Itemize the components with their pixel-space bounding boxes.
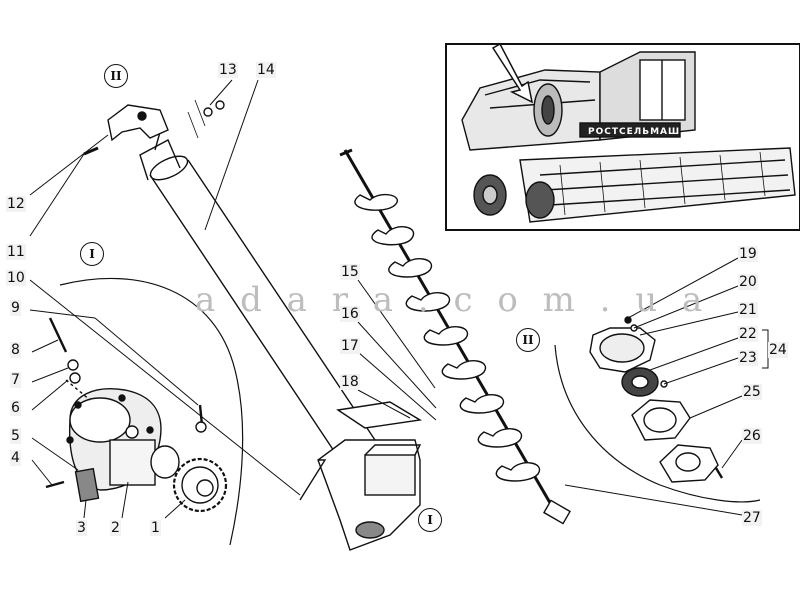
callout-23: 23 [738, 350, 758, 366]
callout-17: 17 [340, 338, 360, 354]
detail-marker-left: I [80, 242, 104, 266]
auger-housing [299, 401, 423, 551]
detail-marker-right: II [516, 328, 540, 352]
callout-14: 14 [256, 62, 276, 78]
bearing-assembly [589, 316, 724, 483]
callout-6: 6 [10, 400, 21, 416]
callout-13: 13 [218, 62, 238, 78]
callout-2: 2 [110, 520, 121, 536]
callout-18: 18 [340, 374, 360, 390]
screw-auger [339, 148, 571, 525]
callout-22: 22 [738, 326, 758, 342]
drive-assembly [45, 317, 228, 513]
callout-25: 25 [742, 384, 762, 400]
callout-9: 9 [10, 300, 21, 316]
detail-marker-top: II [104, 64, 128, 88]
callout-7: 7 [10, 372, 21, 388]
callout-21: 21 [738, 302, 758, 318]
callout-4: 4 [10, 450, 21, 466]
callout-8: 8 [10, 342, 21, 358]
top-bracket [83, 99, 225, 156]
detail-arcs [59, 277, 761, 546]
callout-15: 15 [340, 264, 360, 280]
inset-combine-harvester [445, 42, 800, 231]
callout-11: 11 [6, 244, 26, 260]
detail-marker-bottom: I [418, 508, 442, 532]
callout-16: 16 [340, 306, 360, 322]
auger-tube [139, 124, 376, 461]
callout-19: 19 [738, 246, 758, 262]
callout-26: 26 [742, 428, 762, 444]
watermark: a d a r a . c o m . u a [195, 280, 710, 320]
callout-10: 10 [6, 270, 26, 286]
callout-3: 3 [76, 520, 87, 536]
callout-24: 24 [768, 342, 788, 358]
callout-20: 20 [738, 274, 758, 290]
callout-5: 5 [10, 428, 21, 444]
callout-1: 1 [150, 520, 161, 536]
callout-12: 12 [6, 196, 26, 212]
inset-plate-text: РОСТСЕЛЬМАШ [588, 127, 681, 137]
callout-27: 27 [742, 510, 762, 526]
